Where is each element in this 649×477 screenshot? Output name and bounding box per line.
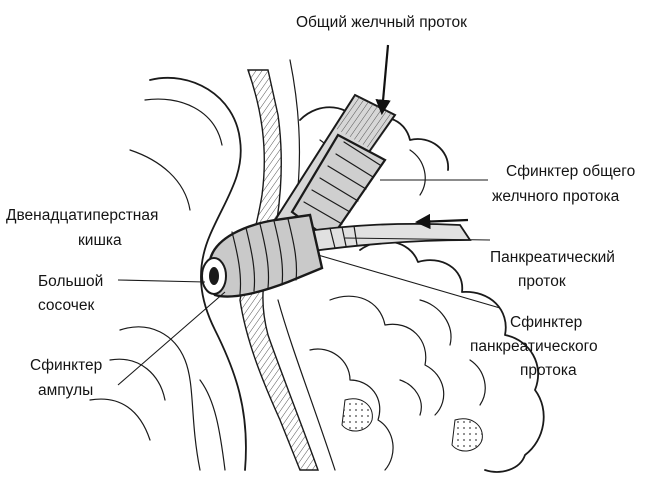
label-pancreatic-sphincter-line2: панкреатического [470, 338, 598, 355]
label-duodenum-line2: кишка [78, 232, 122, 249]
label-major-papilla-line1: Большой [38, 273, 103, 290]
bile-flow-arrow [382, 45, 388, 112]
pancreatic-duct [300, 224, 470, 252]
label-major-papilla-line2: сосочек [38, 297, 94, 314]
label-pancreatic-duct-line2: проток [518, 273, 566, 290]
label-ampulla-sphincter-line1: Сфинктер [30, 357, 102, 374]
label-duodenum-line1: Двенадцатиперстная [6, 207, 158, 224]
label-ampulla-sphincter-line2: ампулы [38, 382, 93, 399]
label-bile-duct-sphincter-line1: Сфинктер общего [506, 163, 635, 180]
label-pancreatic-duct-line1: Панкреатический [490, 249, 615, 266]
pancreatic-flow-arrow [418, 220, 468, 222]
label-pancreatic-sphincter-line1: Сфинктер [510, 314, 582, 331]
label-bile-duct-sphincter-line2: желчного протока [492, 188, 620, 205]
label-common-bile-duct: Общий желчный проток [296, 14, 467, 31]
ampulla [202, 215, 322, 297]
label-pancreatic-sphincter-line3: протока [520, 362, 577, 379]
